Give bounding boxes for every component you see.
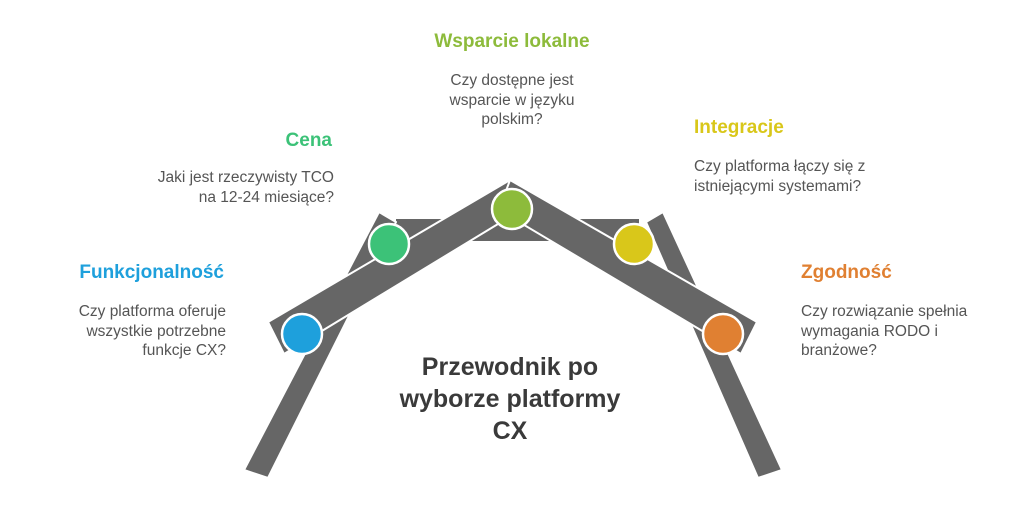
marker-cena — [367, 222, 411, 266]
step-description-integracje: Czy platforma łączy się z istniejącymi s… — [694, 158, 866, 195]
step-title-zgodnosc: Zgodność — [801, 262, 892, 283]
marker-funkcjonalnosc — [280, 312, 324, 356]
step-title-cena: Cena — [285, 130, 332, 151]
step-description-cena: Jaki jest rzeczywisty TCO na 12-24 miesi… — [157, 169, 334, 206]
step-markers — [280, 187, 745, 356]
marker-wsparcie-lokalne — [490, 187, 534, 231]
marker-integracje — [612, 222, 656, 266]
step-title-wsparcie-lokalne: Wsparcie lokalne — [434, 31, 590, 52]
main-title: Przewodnik po wyborze platformy CX — [399, 353, 621, 445]
step-title-funkcjonalnosc: Funkcjonalność — [79, 262, 224, 283]
step-description-zgodnosc: Czy rozwiązanie spełnia wymagania RODO i… — [801, 303, 968, 359]
marker-zgodnosc — [701, 312, 745, 356]
step-description-wsparcie-lokalne: Czy dostępne jest wsparcie w języku pols… — [449, 72, 575, 128]
step-description-funkcjonalnosc: Czy platforma oferuje wszystkie potrzebn… — [78, 303, 226, 359]
step-title-integracje: Integracje — [694, 117, 784, 138]
